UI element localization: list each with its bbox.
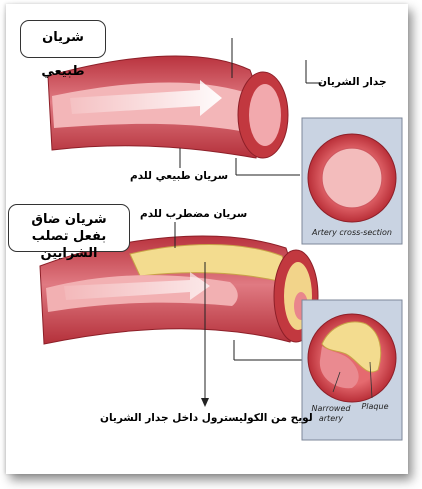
cross-section-label: Artery cross-section xyxy=(306,228,398,238)
normal-artery-title: شريان طبيعي xyxy=(20,20,106,58)
disturbed-flow-label: سريان مضطرب للدم xyxy=(140,208,247,221)
top-inset xyxy=(302,118,402,244)
artery-wall-label: جدار الشريان xyxy=(318,76,387,89)
cholesterol-plaque-label: لويح من الكوليسترول داخل جدار الشريان xyxy=(100,412,313,425)
normal-flow-label: سريان طبيعي للدم xyxy=(130,170,228,183)
plaque-label: Plaque xyxy=(360,402,390,412)
narrowed-artery-label: Narrowed artery xyxy=(310,404,352,424)
narrowed-artery-title: شريان ضاق بفعل تصلب الشرايين xyxy=(8,204,130,252)
